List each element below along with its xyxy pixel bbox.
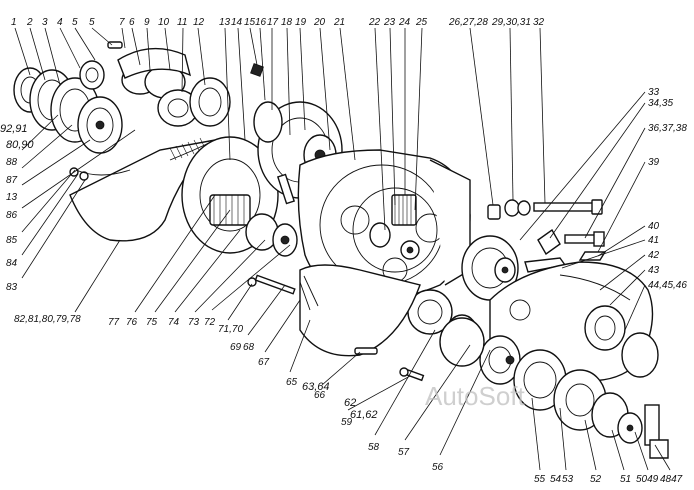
bolt-set [487, 199, 607, 261]
label-77: 77 [108, 317, 120, 328]
label-68: 68 [243, 342, 255, 353]
label-10: 10 [158, 17, 170, 28]
label-5b: 5 [89, 17, 95, 28]
label-20: 20 [313, 17, 326, 28]
right-pulley [461, 235, 567, 301]
label-71-70: 71,70 [218, 324, 243, 335]
watermark: AutoSoft [425, 381, 526, 411]
label-66: 66 [314, 390, 326, 401]
label-17: 17 [267, 17, 279, 28]
label-14: 14 [231, 17, 243, 28]
label-9: 9 [144, 17, 150, 28]
label-61-62: 61,62 [350, 409, 378, 421]
label-65: 65 [286, 377, 298, 388]
label-5: 5 [72, 17, 78, 28]
small-top-parts [79, 41, 264, 127]
label-56: 56 [432, 462, 444, 473]
label-4: 4 [57, 17, 63, 28]
label-88: 88 [6, 157, 18, 168]
label-42: 42 [648, 250, 660, 261]
label-3: 3 [42, 17, 48, 28]
label-52: 52 [590, 474, 602, 485]
label-48-47: 4847 [660, 474, 683, 485]
label-24: 24 [398, 17, 411, 28]
label-87: 87 [6, 175, 18, 186]
label-40: 40 [648, 221, 660, 232]
label-23: 23 [383, 17, 396, 28]
lower-pulley-stack [445, 314, 669, 459]
label-15: 15 [244, 17, 256, 28]
label-72: 72 [204, 317, 216, 328]
label-39: 39 [648, 157, 660, 168]
label-33: 33 [648, 87, 660, 98]
label-19: 19 [295, 17, 307, 28]
label-13: 13 [219, 17, 231, 28]
label-63-64: 63,64 [302, 381, 330, 393]
bearing-58 [407, 289, 485, 367]
label-2: 2 [26, 17, 33, 28]
label-82-81-80-79-78: 82,81,80,79,78 [14, 314, 81, 325]
label-57: 57 [398, 447, 410, 458]
central-shaft [181, 136, 298, 257]
label-32: 32 [533, 17, 545, 28]
callout-labels: 1 2 3 4 5 5 7 6 9 10 11 12 13 14 15 16 1… [0, 17, 687, 485]
label-54: 54 [550, 474, 562, 485]
main-housing [297, 149, 471, 301]
label-13-left: 13 [6, 192, 18, 203]
label-16: 16 [255, 17, 267, 28]
left-pulley-stack [13, 67, 123, 154]
leader-lines [14, 27, 671, 471]
label-73: 73 [188, 317, 200, 328]
label-92-91: 92,91 [0, 123, 28, 135]
label-34-35: 34,35 [648, 98, 673, 109]
label-58: 58 [368, 442, 380, 453]
label-69: 69 [230, 342, 242, 353]
label-67: 67 [258, 357, 270, 368]
label-11: 11 [177, 17, 187, 28]
label-21: 21 [333, 17, 345, 28]
label-50-49: 5049 [636, 474, 659, 485]
label-7: 7 [119, 17, 125, 28]
label-43: 43 [648, 265, 660, 276]
label-86: 86 [6, 210, 18, 221]
label-22: 22 [368, 17, 381, 28]
label-74: 74 [168, 317, 180, 328]
label-84: 84 [6, 258, 18, 269]
label-85: 85 [6, 235, 18, 246]
label-55: 55 [534, 474, 546, 485]
label-25: 25 [415, 17, 428, 28]
parts-artwork [13, 41, 669, 459]
label-29-30-31: 29,30,31 [491, 17, 531, 28]
pin-arm [69, 167, 131, 181]
label-36-37-38: 36,37,38 [648, 123, 687, 134]
label-53: 53 [562, 474, 574, 485]
label-6: 6 [129, 17, 135, 28]
label-26-27-28: 26,27,28 [448, 17, 488, 28]
label-18: 18 [281, 17, 293, 28]
label-59: 59 [341, 417, 353, 428]
label-83: 83 [6, 282, 18, 293]
label-62: 62 [344, 397, 356, 409]
label-51: 51 [620, 474, 631, 485]
label-1: 1 [11, 17, 17, 28]
right-cover [489, 261, 659, 382]
label-80-90: 80,90 [6, 139, 34, 151]
lower-gasket [299, 264, 421, 357]
label-76: 76 [126, 317, 138, 328]
label-75: 75 [146, 317, 158, 328]
label-44-45-46: 44,45,46 [648, 280, 687, 291]
label-12: 12 [193, 17, 205, 28]
small-bolts [247, 274, 425, 382]
label-41: 41 [648, 235, 659, 246]
